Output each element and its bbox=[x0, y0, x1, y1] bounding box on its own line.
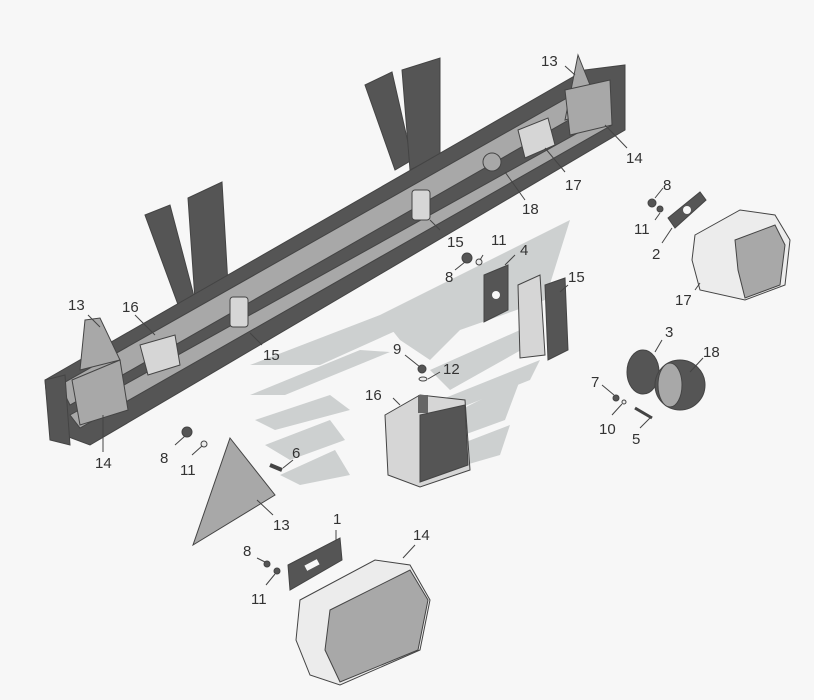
callout-3: 3 bbox=[665, 324, 673, 341]
washer-12 bbox=[418, 376, 428, 382]
callout-14: 14 bbox=[626, 150, 643, 167]
callout-15: 15 bbox=[568, 269, 585, 286]
nut-8-center bbox=[461, 252, 473, 264]
lamp-17-loose bbox=[691, 209, 791, 301]
callout-14: 14 bbox=[95, 455, 112, 472]
washer-11-lower bbox=[273, 567, 281, 575]
callout-6: 6 bbox=[292, 445, 300, 462]
callout-labels: 13 16 14 15 15 18 17 13 14 8 11 2 17 11 … bbox=[68, 53, 720, 608]
callout-13: 13 bbox=[273, 517, 290, 534]
washer-11-center bbox=[475, 258, 483, 266]
callout-8: 8 bbox=[243, 543, 251, 560]
callout-8: 8 bbox=[663, 177, 671, 194]
callout-14: 14 bbox=[413, 527, 430, 544]
nut-8-lower-left bbox=[181, 426, 193, 438]
callout-11: 11 bbox=[491, 232, 507, 249]
callout-16: 16 bbox=[122, 299, 139, 316]
callout-15: 15 bbox=[263, 347, 280, 364]
watermark-logo bbox=[250, 220, 570, 485]
callout-7: 7 bbox=[591, 374, 599, 391]
bumper-beam bbox=[44, 64, 626, 446]
nut-8-right bbox=[647, 198, 657, 208]
callout-18: 18 bbox=[703, 344, 720, 361]
washer-11-right bbox=[656, 205, 664, 213]
callout-10: 10 bbox=[599, 421, 616, 438]
callout-8: 8 bbox=[445, 269, 453, 286]
gasket-1 bbox=[287, 537, 343, 591]
callout-18: 18 bbox=[522, 201, 539, 218]
marker-lamp-15-loose bbox=[517, 274, 569, 361]
callout-11: 11 bbox=[634, 221, 650, 238]
callout-9: 9 bbox=[393, 341, 401, 358]
nut-8-lower bbox=[263, 560, 271, 568]
washer-11-lower-left bbox=[200, 440, 208, 448]
callout-17: 17 bbox=[675, 292, 692, 309]
plate-lamp-16-loose bbox=[384, 394, 471, 488]
callout-1: 1 bbox=[333, 511, 341, 528]
callout-13: 13 bbox=[541, 53, 558, 70]
callout-12: 12 bbox=[443, 361, 460, 378]
bolt-5 bbox=[634, 406, 653, 420]
callout-5: 5 bbox=[632, 431, 640, 448]
lamp-14-loose bbox=[295, 559, 431, 686]
callout-4: 4 bbox=[520, 242, 528, 259]
callout-15: 15 bbox=[447, 234, 464, 251]
callout-8: 8 bbox=[160, 450, 168, 467]
fog-lamp-18-loose bbox=[626, 349, 706, 411]
callout-16: 16 bbox=[365, 387, 382, 404]
gasket-2 bbox=[667, 191, 707, 229]
reflector-13-loose bbox=[192, 436, 276, 547]
nut-7 bbox=[612, 394, 620, 402]
gasket-4 bbox=[483, 264, 509, 323]
callout-13: 13 bbox=[68, 297, 85, 314]
callout-11: 11 bbox=[180, 462, 196, 479]
screw-6 bbox=[269, 463, 283, 472]
callout-11: 11 bbox=[251, 591, 267, 608]
bracket-right bbox=[364, 57, 441, 171]
washer-10 bbox=[621, 399, 627, 405]
mounted-parts bbox=[71, 53, 613, 426]
callout-2: 2 bbox=[652, 246, 660, 263]
callout-17: 17 bbox=[565, 177, 582, 194]
leader-lines bbox=[87, 65, 704, 586]
